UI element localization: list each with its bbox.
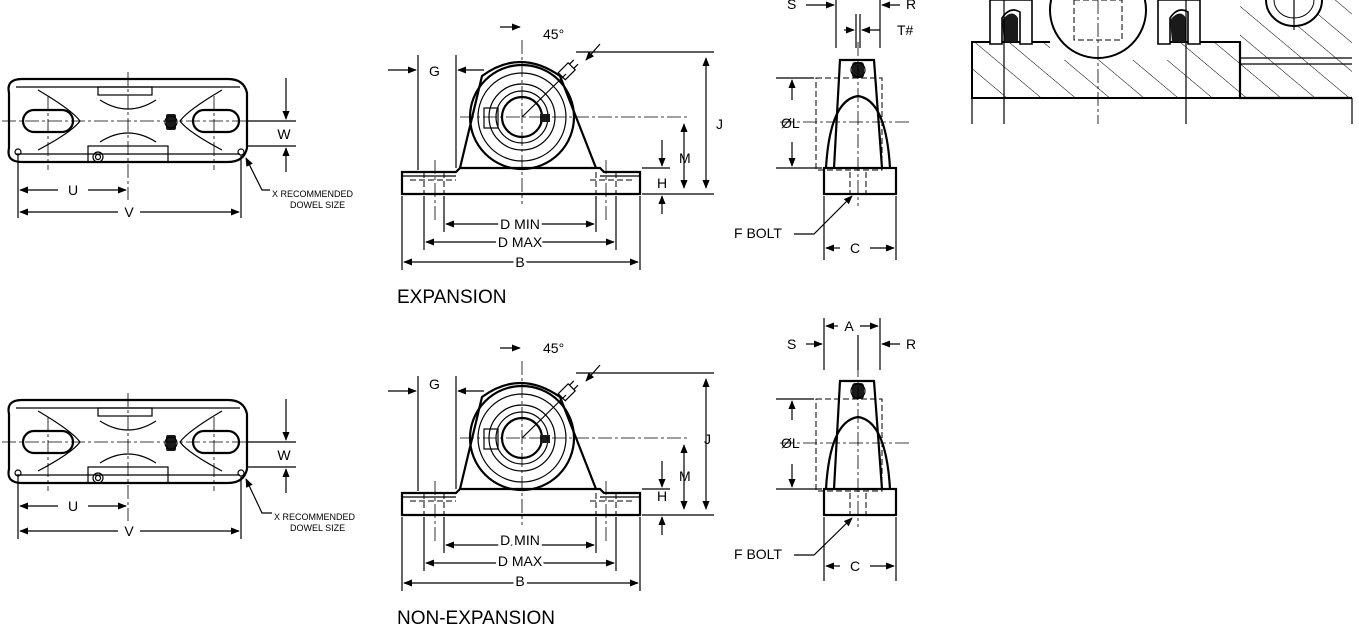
u-label: U bbox=[68, 498, 78, 514]
g-label: G bbox=[429, 63, 440, 79]
dowel-note-line1: X RECOMMENDED bbox=[272, 189, 354, 199]
fbolt-label: F BOLT bbox=[734, 546, 782, 562]
l-label: ØL bbox=[781, 435, 800, 451]
v-label: V bbox=[124, 204, 134, 220]
s-label: S bbox=[787, 336, 796, 352]
w-label: W bbox=[277, 126, 291, 142]
h-label: H bbox=[657, 488, 667, 504]
non-expansion-caption: NON-EXPANSION bbox=[397, 608, 555, 629]
dowel-note-line1: X RECOMMENDED bbox=[274, 512, 356, 522]
t-label: T# bbox=[897, 22, 914, 38]
a-label: A bbox=[844, 318, 854, 334]
l-label: ØL bbox=[781, 115, 800, 131]
dmin-label: D MIN bbox=[500, 216, 540, 232]
dmax-label: D MAX bbox=[498, 553, 543, 569]
dmin-label: D MIN bbox=[500, 532, 540, 548]
r-label: R bbox=[906, 0, 916, 12]
h-label: H bbox=[657, 175, 667, 191]
expansion-views: U V W X RECOMMENDED DOWEL SIZE 45° G J M… bbox=[0, 0, 916, 308]
r-label: R bbox=[906, 336, 916, 352]
dowel-note-line2: DOWEL SIZE bbox=[290, 523, 345, 533]
dowel-note-line2: DOWEL SIZE bbox=[290, 200, 345, 210]
section-view bbox=[971, 0, 1353, 124]
j-label: J bbox=[716, 116, 723, 132]
angle-label: 45° bbox=[543, 340, 564, 356]
c-label: C bbox=[850, 240, 860, 256]
g-label: G bbox=[429, 376, 440, 392]
dmax-label: D MAX bbox=[498, 234, 543, 250]
m-label: M bbox=[679, 468, 691, 484]
v-label: V bbox=[124, 523, 134, 539]
u-label: U bbox=[68, 182, 78, 198]
b-label: B bbox=[515, 254, 524, 270]
j-label: J bbox=[704, 431, 711, 447]
expansion-caption: EXPANSION bbox=[397, 287, 506, 308]
m-label: M bbox=[679, 150, 691, 166]
angle-label: 45° bbox=[543, 26, 564, 42]
non-expansion-views: U V W X RECOMMENDED DOWEL SIZE 45° G J M… bbox=[0, 318, 916, 629]
c-label: C bbox=[850, 558, 860, 574]
w-label: W bbox=[277, 447, 291, 463]
b-label: B bbox=[515, 573, 524, 589]
s-label: S bbox=[787, 0, 796, 12]
fbolt-label: F BOLT bbox=[734, 225, 782, 241]
